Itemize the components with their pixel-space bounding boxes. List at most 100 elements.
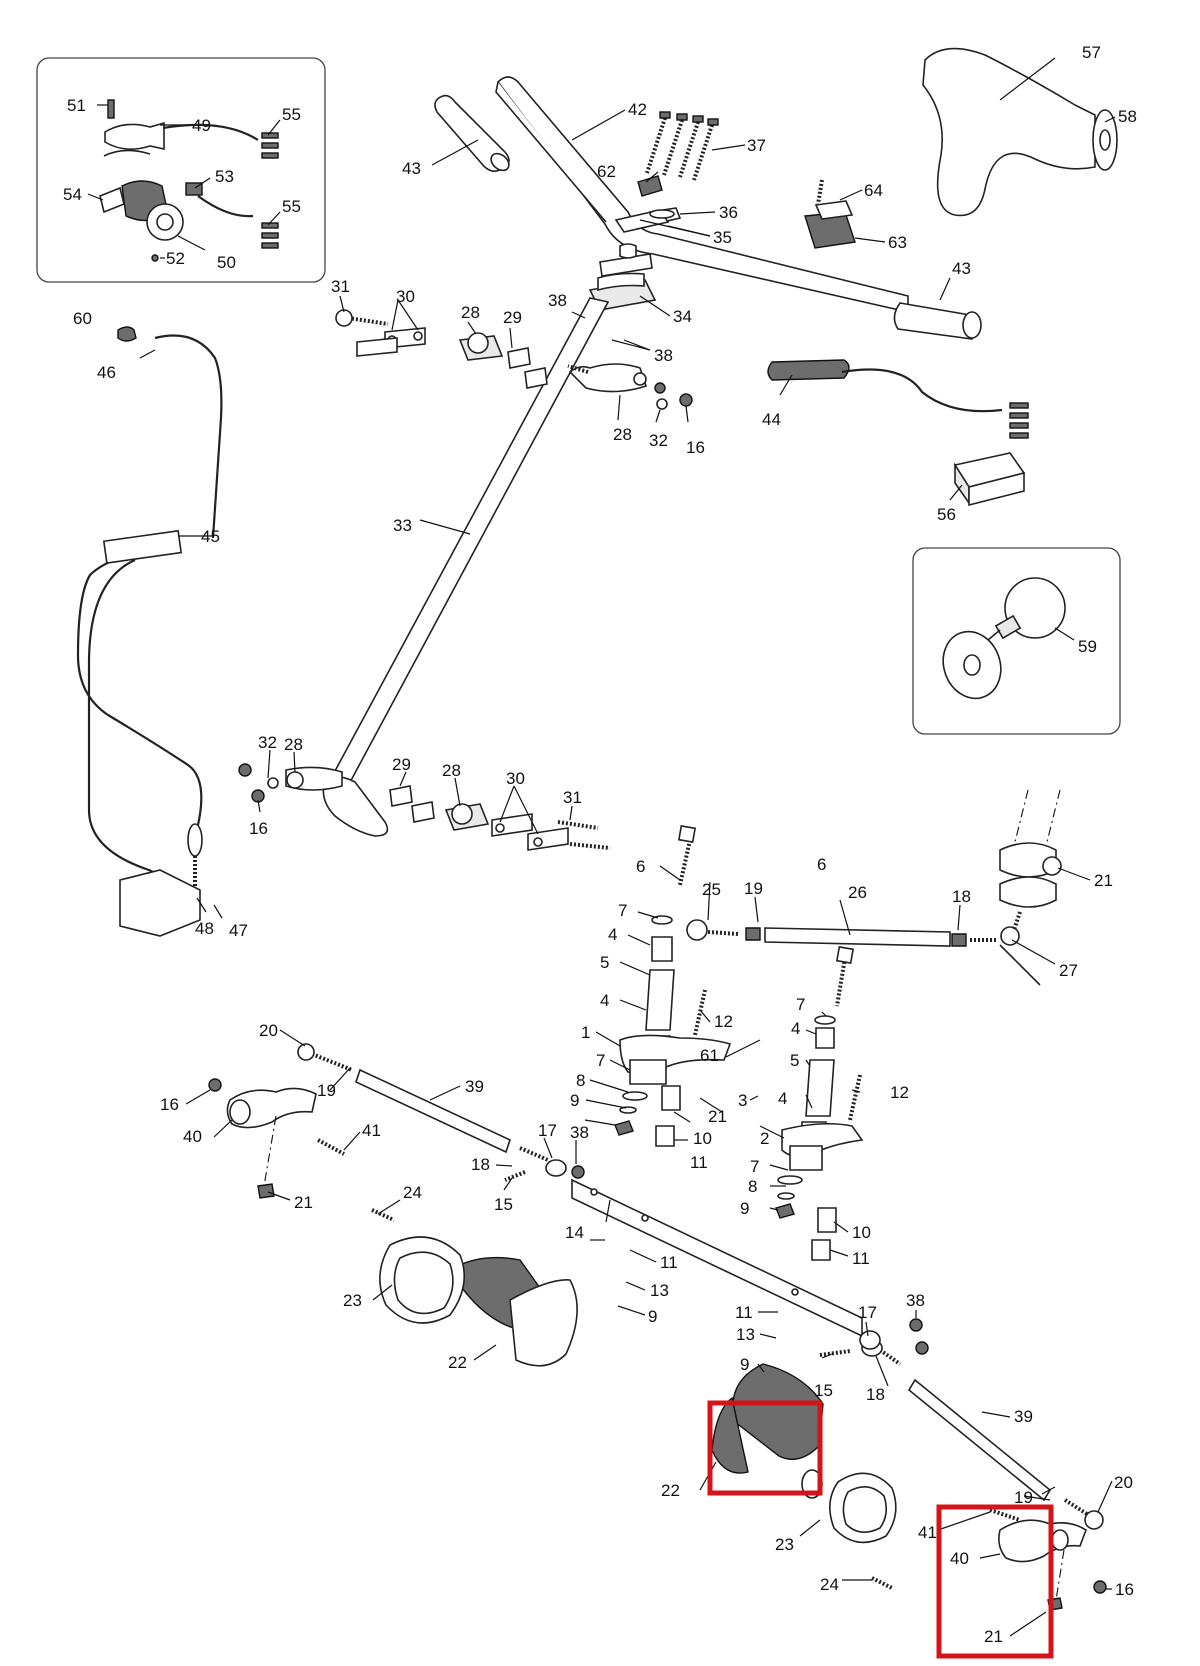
callout-50: 50 [217, 253, 236, 272]
callout-61: 61 [700, 1046, 719, 1065]
callout-64: 64 [864, 181, 883, 200]
callout-22: 22 [661, 1481, 680, 1500]
fork-tube [999, 789, 1062, 931]
callout-21: 21 [708, 1107, 727, 1126]
switch-housing-63 [804, 179, 856, 249]
callout-31: 31 [331, 277, 350, 296]
highlight-box-steering-arm [936, 1504, 1054, 1659]
callout-27: 27 [1059, 961, 1078, 980]
callout-9: 9 [570, 1091, 579, 1110]
callout-20: 20 [1114, 1473, 1133, 1492]
callout-37: 37 [747, 136, 766, 155]
callout-42: 42 [628, 100, 647, 119]
callout-20: 20 [259, 1021, 278, 1040]
callout-55: 55 [282, 197, 301, 216]
callout-56: 56 [937, 505, 956, 524]
callout-9: 9 [740, 1199, 749, 1218]
callout-23: 23 [775, 1535, 794, 1554]
callout-54: 54 [63, 185, 82, 204]
boot-22-left [449, 1256, 578, 1367]
callout-40: 40 [950, 1549, 969, 1568]
callout-9: 9 [648, 1307, 657, 1326]
callout-6: 6 [817, 855, 826, 874]
callout-2: 2 [760, 1129, 769, 1148]
callout-53: 53 [215, 167, 234, 186]
riser-bolts [645, 111, 719, 181]
handlebar-grip-right [893, 302, 982, 340]
callout-16: 16 [160, 1095, 179, 1114]
tie-rod-39-left [297, 1043, 585, 1182]
highlight-box-boot [707, 1400, 823, 1496]
callout-13: 13 [650, 1281, 669, 1300]
callout-labels: 51 49 55 53 54 55 52 50 42 43 37 62 36 3… [63, 43, 1137, 1646]
hand-guard-57 [922, 47, 1118, 217]
callout-16: 16 [686, 438, 705, 457]
callout-11: 11 [735, 1303, 753, 1322]
callout-15: 15 [814, 1381, 833, 1400]
callout-14: 14 [565, 1223, 584, 1242]
callout-30: 30 [506, 769, 525, 788]
callout-23: 23 [343, 1291, 362, 1310]
callout-3: 3 [738, 1091, 747, 1110]
callout-40: 40 [183, 1127, 202, 1146]
callout-11: 11 [690, 1153, 708, 1172]
handlebar-grip-left [434, 94, 510, 172]
ball-joint-17-right [859, 1318, 923, 1350]
callout-18: 18 [866, 1385, 885, 1404]
callout-59: 59 [1078, 637, 1097, 656]
callout-8: 8 [748, 1177, 757, 1196]
callout-7: 7 [796, 995, 805, 1014]
callout-62: 62 [597, 162, 616, 181]
callout-15: 15 [494, 1195, 513, 1214]
horn-inset [912, 547, 1121, 735]
callout-28: 28 [284, 735, 303, 754]
callout-18: 18 [952, 887, 971, 906]
callout-46: 46 [97, 363, 116, 382]
callout-17: 17 [538, 1121, 557, 1140]
callout-8: 8 [576, 1071, 585, 1090]
callout-19: 19 [317, 1081, 336, 1100]
callout-32: 32 [258, 733, 277, 752]
callout-41: 41 [918, 1523, 937, 1542]
callout-7: 7 [596, 1051, 605, 1070]
callout-49: 49 [192, 116, 211, 135]
callout-10: 10 [693, 1129, 712, 1148]
callout-4: 4 [778, 1089, 787, 1108]
tie-rod-39-right [819, 1339, 1104, 1530]
connector-block-56 [953, 452, 1026, 507]
callout-48: 48 [195, 919, 214, 938]
steering-column-33 [322, 297, 610, 837]
callout-11: 11 [852, 1249, 870, 1268]
callout-21: 21 [1094, 871, 1113, 890]
callout-4: 4 [791, 1019, 800, 1038]
ignition-switch-inset [36, 57, 326, 283]
ring-23-left [371, 1208, 466, 1324]
callout-55: 55 [282, 105, 301, 124]
callout-16: 16 [1115, 1580, 1134, 1599]
callout-57: 57 [1082, 43, 1101, 62]
callout-38: 38 [654, 346, 673, 365]
callout-4: 4 [600, 991, 609, 1010]
callout-13: 13 [736, 1325, 755, 1344]
callout-21: 21 [294, 1193, 313, 1212]
callout-44: 44 [762, 410, 781, 429]
callout-21: 21 [984, 1627, 1003, 1646]
callout-63: 63 [888, 233, 907, 252]
callout-19: 19 [1014, 1488, 1033, 1507]
callout-39: 39 [465, 1077, 484, 1096]
throttle-cable-45 [76, 326, 223, 937]
callout-36: 36 [719, 203, 738, 222]
callout-7: 7 [750, 1157, 759, 1176]
callout-45: 45 [201, 527, 220, 546]
callout-60: 60 [73, 309, 92, 328]
upper-linkage [335, 309, 693, 410]
callout-41: 41 [362, 1121, 381, 1140]
callout-35: 35 [713, 228, 732, 247]
callout-29: 29 [392, 755, 411, 774]
pitman-arm-2 [775, 945, 864, 1261]
callout-12: 12 [714, 1012, 733, 1031]
callout-28: 28 [613, 425, 632, 444]
callout-38: 38 [906, 1291, 925, 1310]
ring-23-right [829, 1472, 897, 1590]
callout-47: 47 [229, 921, 248, 940]
